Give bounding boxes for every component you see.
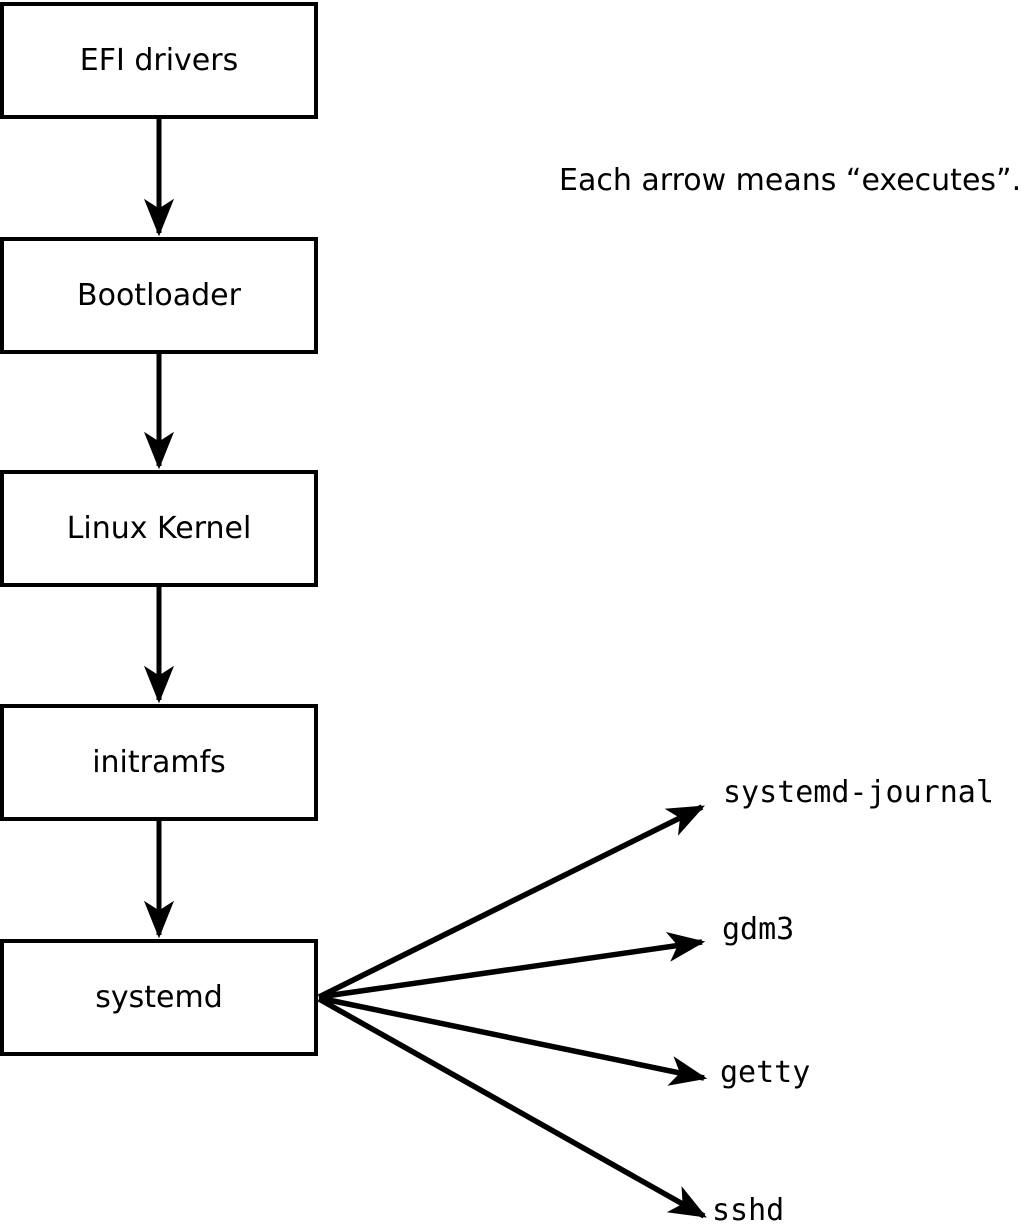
leaf-systemd-journal: systemd-journal — [723, 775, 994, 810]
diagram-caption: Each arrow means “executes”. — [559, 163, 1022, 198]
leaf-gdm3: gdm3 — [722, 912, 795, 947]
node-systemd-label: systemd — [95, 980, 223, 1015]
node-initramfs: initramfs — [0, 704, 318, 821]
node-bootloader-label: Bootloader — [77, 278, 241, 313]
arrow-systemd-to-sshd — [317, 996, 707, 1219]
node-initramfs-label: initramfs — [92, 745, 226, 780]
node-efi-drivers: EFI drivers — [0, 2, 318, 119]
arrow-systemd-to-systemd-journal — [317, 804, 705, 1000]
arrow-systemd-to-gdm3 — [318, 931, 706, 1000]
node-bootloader: Bootloader — [0, 237, 318, 354]
node-systemd: systemd — [0, 939, 318, 1056]
node-efi-drivers-label: EFI drivers — [79, 43, 239, 78]
node-linux-kernel: Linux Kernel — [0, 470, 318, 587]
arrow-systemd-to-getty — [318, 995, 708, 1086]
node-linux-kernel-label: Linux Kernel — [66, 511, 252, 546]
leaf-getty: getty — [720, 1055, 811, 1090]
leaf-sshd: sshd — [712, 1193, 785, 1228]
